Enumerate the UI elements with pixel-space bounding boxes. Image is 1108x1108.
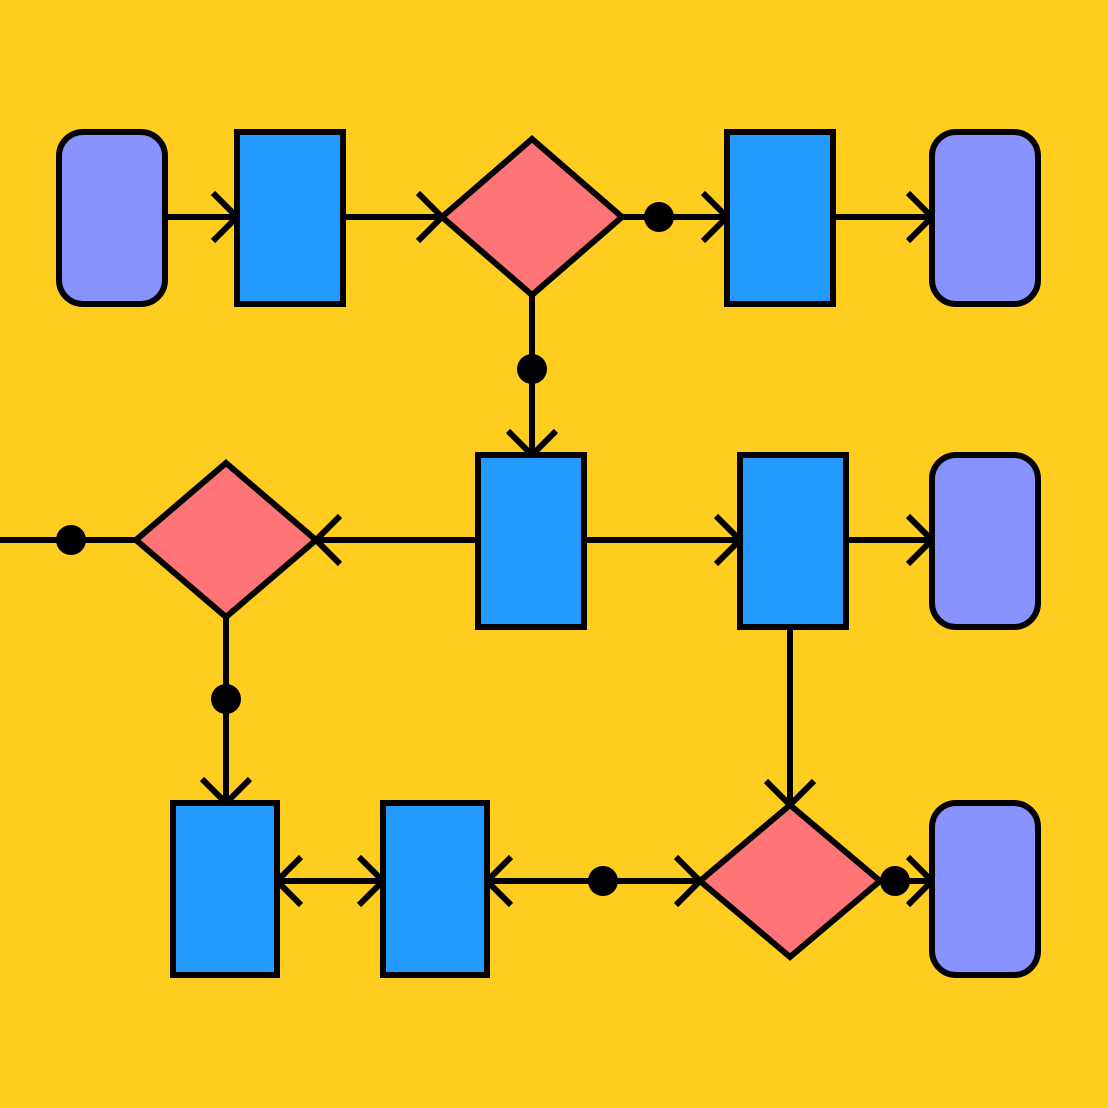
decision-1-diamond[interactable]	[437, 135, 627, 299]
decision-3-diamond[interactable]	[695, 801, 885, 961]
connector-dot-7	[56, 525, 86, 555]
connectors	[0, 190, 937, 908]
process-6-box[interactable]	[380, 800, 490, 978]
terminator-2-box[interactable]	[929, 129, 1041, 307]
connector-dot-14	[880, 866, 910, 896]
connector-dot-5	[517, 354, 547, 384]
connector-7[interactable]	[0, 525, 136, 555]
connector-dot-10	[211, 684, 241, 714]
process-2-box[interactable]	[724, 129, 836, 307]
connector-13[interactable]	[482, 854, 705, 908]
process-1-box[interactable]	[234, 129, 346, 307]
process-5-box[interactable]	[170, 800, 280, 978]
connector-dot-13	[588, 866, 618, 896]
connector-5[interactable]	[505, 295, 559, 460]
process-4-box[interactable]	[737, 452, 849, 630]
decision-2-diamond[interactable]	[131, 459, 321, 621]
terminator-1-box[interactable]	[56, 129, 168, 307]
shapes	[56, 129, 1041, 978]
connector-dot-3	[644, 202, 674, 232]
terminator-4-box[interactable]	[929, 800, 1041, 978]
process-3-box[interactable]	[475, 452, 587, 630]
terminator-3-box[interactable]	[929, 452, 1041, 630]
